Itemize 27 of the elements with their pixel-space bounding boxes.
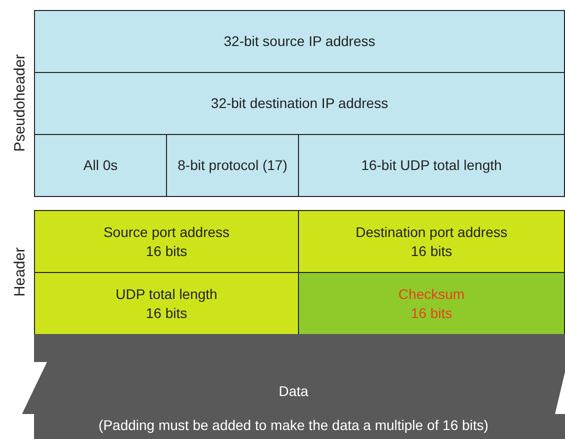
field-box <box>34 10 565 73</box>
field-label: Destination port address <box>356 223 508 242</box>
field-label: All 0s <box>83 156 118 175</box>
field-label: 16 bits <box>410 242 452 260</box>
field-box <box>166 134 299 197</box>
field-label: 32-bit source IP address <box>224 32 376 51</box>
section-label: Pseudoheader <box>12 54 28 152</box>
field-label: 32-bit destination IP address <box>210 94 388 113</box>
field-box <box>34 134 167 197</box>
field-box <box>298 210 565 273</box>
field-label: 16 bits <box>146 242 188 260</box>
field-label: Checksum <box>398 285 465 304</box>
field-label: Source port address <box>103 223 230 242</box>
data-block <box>22 334 565 439</box>
field-box <box>298 134 565 197</box>
section-label: Header <box>12 247 28 297</box>
field-box <box>34 72 565 135</box>
data-note: (Padding must be added to make the data a multiple of 16 bits) <box>98 417 488 433</box>
field-box <box>34 272 299 335</box>
field-box <box>34 210 299 273</box>
field-label: 16 bits <box>410 304 452 322</box>
field-box <box>298 272 565 335</box>
field-label: 16-bit UDP total length <box>361 156 502 175</box>
data-label: Data <box>278 383 308 399</box>
field-label: 16 bits <box>146 304 188 322</box>
field-label: UDP total length <box>116 285 218 304</box>
field-label: 8-bit protocol (17) <box>178 156 288 175</box>
